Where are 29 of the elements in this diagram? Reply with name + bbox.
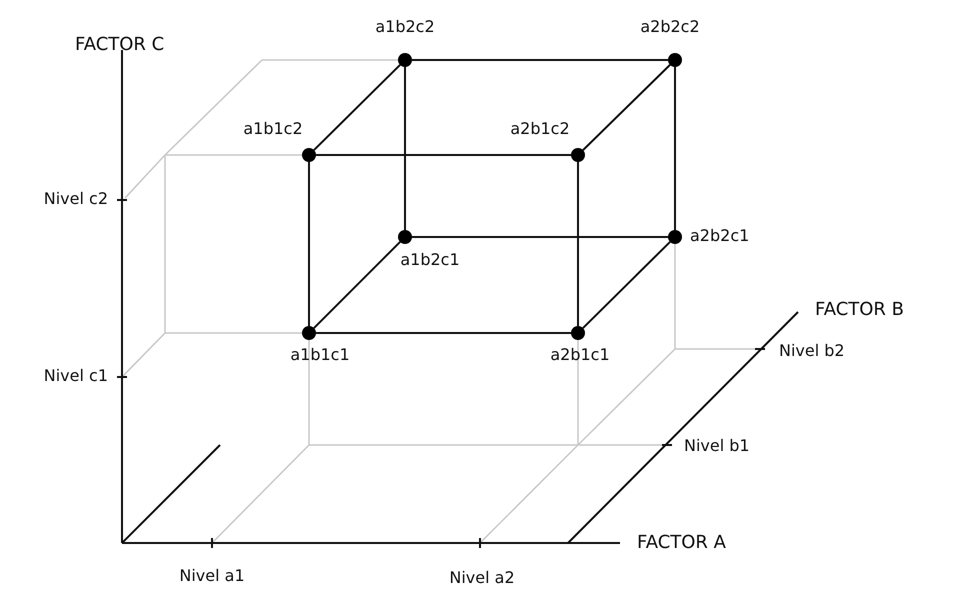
cube-edge [313,241,401,329]
point-label: a1b2c2 [375,18,435,36]
axis-tick-label: Nivel b2 [779,341,845,361]
axis-title: FACTOR C [75,35,164,55]
cube-edge [582,241,671,329]
cube-edge [316,154,571,156]
axis-tick-label: Nivel b1 [684,436,750,456]
axis-title: FACTOR B [815,300,904,320]
cube-edge [308,162,310,326]
axis-tick-label: Nivel a1 [179,566,245,586]
axis-tick-label: Nivel c2 [44,189,108,209]
cube-edge [313,64,401,151]
point-label: a2b1c1 [550,346,610,364]
axis-tick-label: Nivel a2 [449,568,515,588]
axis-tick-label: Nivel c1 [44,366,108,386]
cube-edge [412,236,668,238]
point-label: a1b2c1 [400,251,460,269]
point-label: a2b2c1 [690,227,750,245]
point-label: a1b1c2 [243,120,303,138]
axis-title: FACTOR A [637,533,726,553]
cube-edge [577,162,579,326]
cube-edge [582,64,671,151]
point-label: a1b1c1 [290,346,350,364]
point-label: a2b2c2 [640,18,700,36]
cube-edge [316,332,571,334]
cube-edge [404,67,406,230]
cube-edge [412,59,668,61]
point-label: a2b1c2 [510,120,570,138]
cube-edge [674,67,676,230]
